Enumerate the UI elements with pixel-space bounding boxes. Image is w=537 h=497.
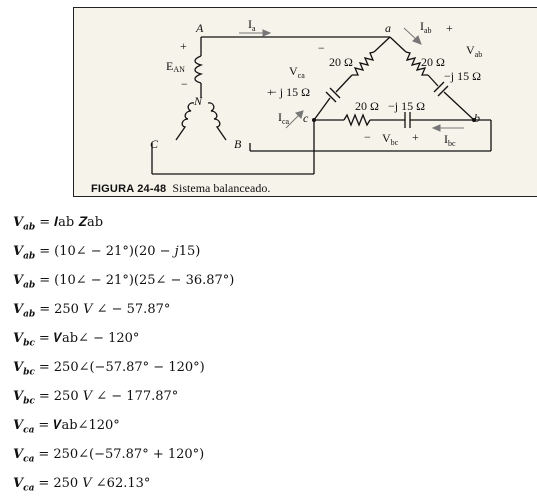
cap-ca-1 — [329, 87, 341, 99]
sign-ean-plus: + — [180, 39, 187, 53]
arrow-Ica-head — [295, 110, 304, 119]
label-Vbc: Vbc — [382, 131, 399, 147]
equation-rhs: 𝑽ab∠ − 120° — [53, 331, 140, 346]
equation-row: Vab=(10∠ − 21°)(25∠ − 36.87°) — [13, 273, 234, 291]
circuit-figure: A a b c N C B Ia Iab Ica Ibc Vab Vca Vbc… — [73, 7, 537, 197]
equals-sign: = — [39, 244, 51, 259]
equation-rhs: 250 𝑉 ∠ − 57.87° — [54, 302, 171, 317]
equation-row: Vab=𝑰ab 𝒁ab — [13, 215, 103, 233]
equals-sign: = — [38, 447, 50, 462]
equation-lhs: Vab — [13, 302, 36, 320]
equation-lhs: Vca — [13, 418, 35, 436]
resistor-bc — [343, 113, 371, 127]
equation-rhs: 250∠(−57.87° − 120°) — [53, 360, 205, 375]
line-ab-bottom — [443, 91, 475, 121]
equation-row: Vbc=250∠(−57.87° − 120°) — [13, 360, 205, 378]
label-node-c: c — [303, 111, 309, 125]
line-ab-mid — [427, 74, 439, 87]
resistor-ca — [352, 51, 375, 76]
label-node-A: A — [195, 21, 204, 35]
equation-lhs: Vbc — [13, 360, 35, 378]
equation-lhs: Vbc — [13, 331, 35, 349]
equation-row: Vca=250 𝑉 ∠62.13° — [13, 476, 150, 494]
cap-ab-2 — [437, 85, 449, 97]
arrow-Ibc-head — [431, 124, 441, 132]
coil-NC — [175, 102, 195, 141]
label-Vab: Vab — [466, 43, 482, 59]
equation-lhs: Vca — [13, 447, 35, 465]
label-node-C: C — [150, 137, 159, 151]
equation-row: Vbc=250 𝑉 ∠ − 177.87° — [13, 389, 178, 407]
label-node-b: b — [474, 111, 480, 125]
label-x-ca: − j 15 Ω — [270, 85, 310, 99]
line-a-left — [373, 36, 391, 53]
equation-lhs: Vab — [13, 215, 36, 233]
equation-rhs: 𝑽ab∠120° — [53, 418, 120, 433]
cap-ca-2 — [325, 91, 337, 103]
label-r-ab: 20 Ω — [421, 55, 445, 69]
coil-NB — [207, 102, 227, 141]
sign-vab-plus: + — [446, 21, 453, 35]
sign-vca-plus: + — [267, 85, 274, 99]
arrow-Iab-head — [412, 35, 422, 45]
line-ca-bottom — [313, 97, 331, 121]
equation-rhs: 250 𝑉 ∠ − 177.87° — [53, 389, 179, 404]
sign-vbc-plus: + — [412, 130, 419, 144]
arrow-Ica — [285, 113, 301, 129]
label-r-ca: 20 Ω — [329, 55, 353, 69]
equation-rhs: 250 𝑉 ∠62.13° — [53, 476, 151, 491]
equation-row: Vca=250∠(−57.87° + 120°) — [13, 447, 204, 465]
equals-sign: = — [38, 389, 50, 404]
equation-lhs: Vab — [13, 244, 36, 262]
label-Ia: Ia — [248, 17, 256, 33]
caption-label: FIGURA 24-48 — [91, 183, 167, 195]
caption-text: Sistema balanceado. — [172, 181, 271, 195]
label-Iab: Iab — [420, 19, 432, 35]
equals-sign: = — [39, 215, 51, 230]
equation-row: Vca=𝑽ab∠120° — [13, 418, 120, 436]
sign-ean-minus: − — [181, 77, 188, 91]
line-ca-mid — [335, 74, 353, 93]
equation-rhs: 250∠(−57.87° + 120°) — [53, 447, 205, 462]
equation-row: Vab=250 𝑉 ∠ − 57.87° — [13, 302, 170, 320]
equation-rhs: (10∠ − 21°)(20 − 𝑗15) — [54, 244, 201, 259]
label-node-a: a — [385, 21, 391, 35]
figure-caption: FIGURA 24-48 Sistema balanceado. — [91, 181, 270, 196]
equation-row: Vbc=𝑽ab∠ − 120° — [13, 331, 139, 349]
equation-lhs: Vca — [13, 476, 35, 494]
equals-sign: = — [38, 331, 50, 346]
equation-rhs: (10∠ − 21°)(25∠ − 36.87°) — [54, 273, 235, 288]
node-b-dot — [472, 118, 476, 122]
label-x-bc: −j 15 Ω — [388, 99, 425, 113]
arrow-Ia-head — [262, 29, 272, 37]
label-r-bc: 20 Ω — [355, 99, 379, 113]
equals-sign: = — [39, 273, 51, 288]
label-node-N: N — [193, 94, 203, 108]
circuit-diagram: A a b c N C B Ia Iab Ica Ibc Vab Vca Vbc… — [150, 17, 492, 175]
equation-lhs: Vab — [13, 273, 36, 291]
label-Ica: Ica — [278, 110, 290, 126]
sign-vca-minus: − — [318, 41, 325, 55]
equation-lhs: Vbc — [13, 389, 35, 407]
label-EAN: EAN — [166, 59, 185, 74]
equals-sign: = — [39, 302, 51, 317]
label-Vca: Vca — [289, 64, 305, 80]
node-c-dot — [312, 118, 316, 122]
cap-ab-1 — [433, 81, 445, 93]
ean-coil — [194, 55, 204, 84]
label-x-ab: −j 15 Ω — [444, 69, 481, 83]
resistor-ab — [405, 51, 428, 76]
equals-sign: = — [38, 476, 50, 491]
sign-vbc-minus: − — [364, 130, 371, 144]
equation-row: Vab=(10∠ − 21°)(20 − 𝑗15) — [13, 244, 200, 262]
equals-sign: = — [38, 360, 50, 375]
label-node-B: B — [234, 137, 242, 151]
equals-sign: = — [38, 418, 50, 433]
line-a-right — [389, 36, 407, 53]
equation-rhs: 𝑰ab 𝒁ab — [54, 215, 104, 230]
label-Ibc: Ibc — [444, 132, 456, 148]
